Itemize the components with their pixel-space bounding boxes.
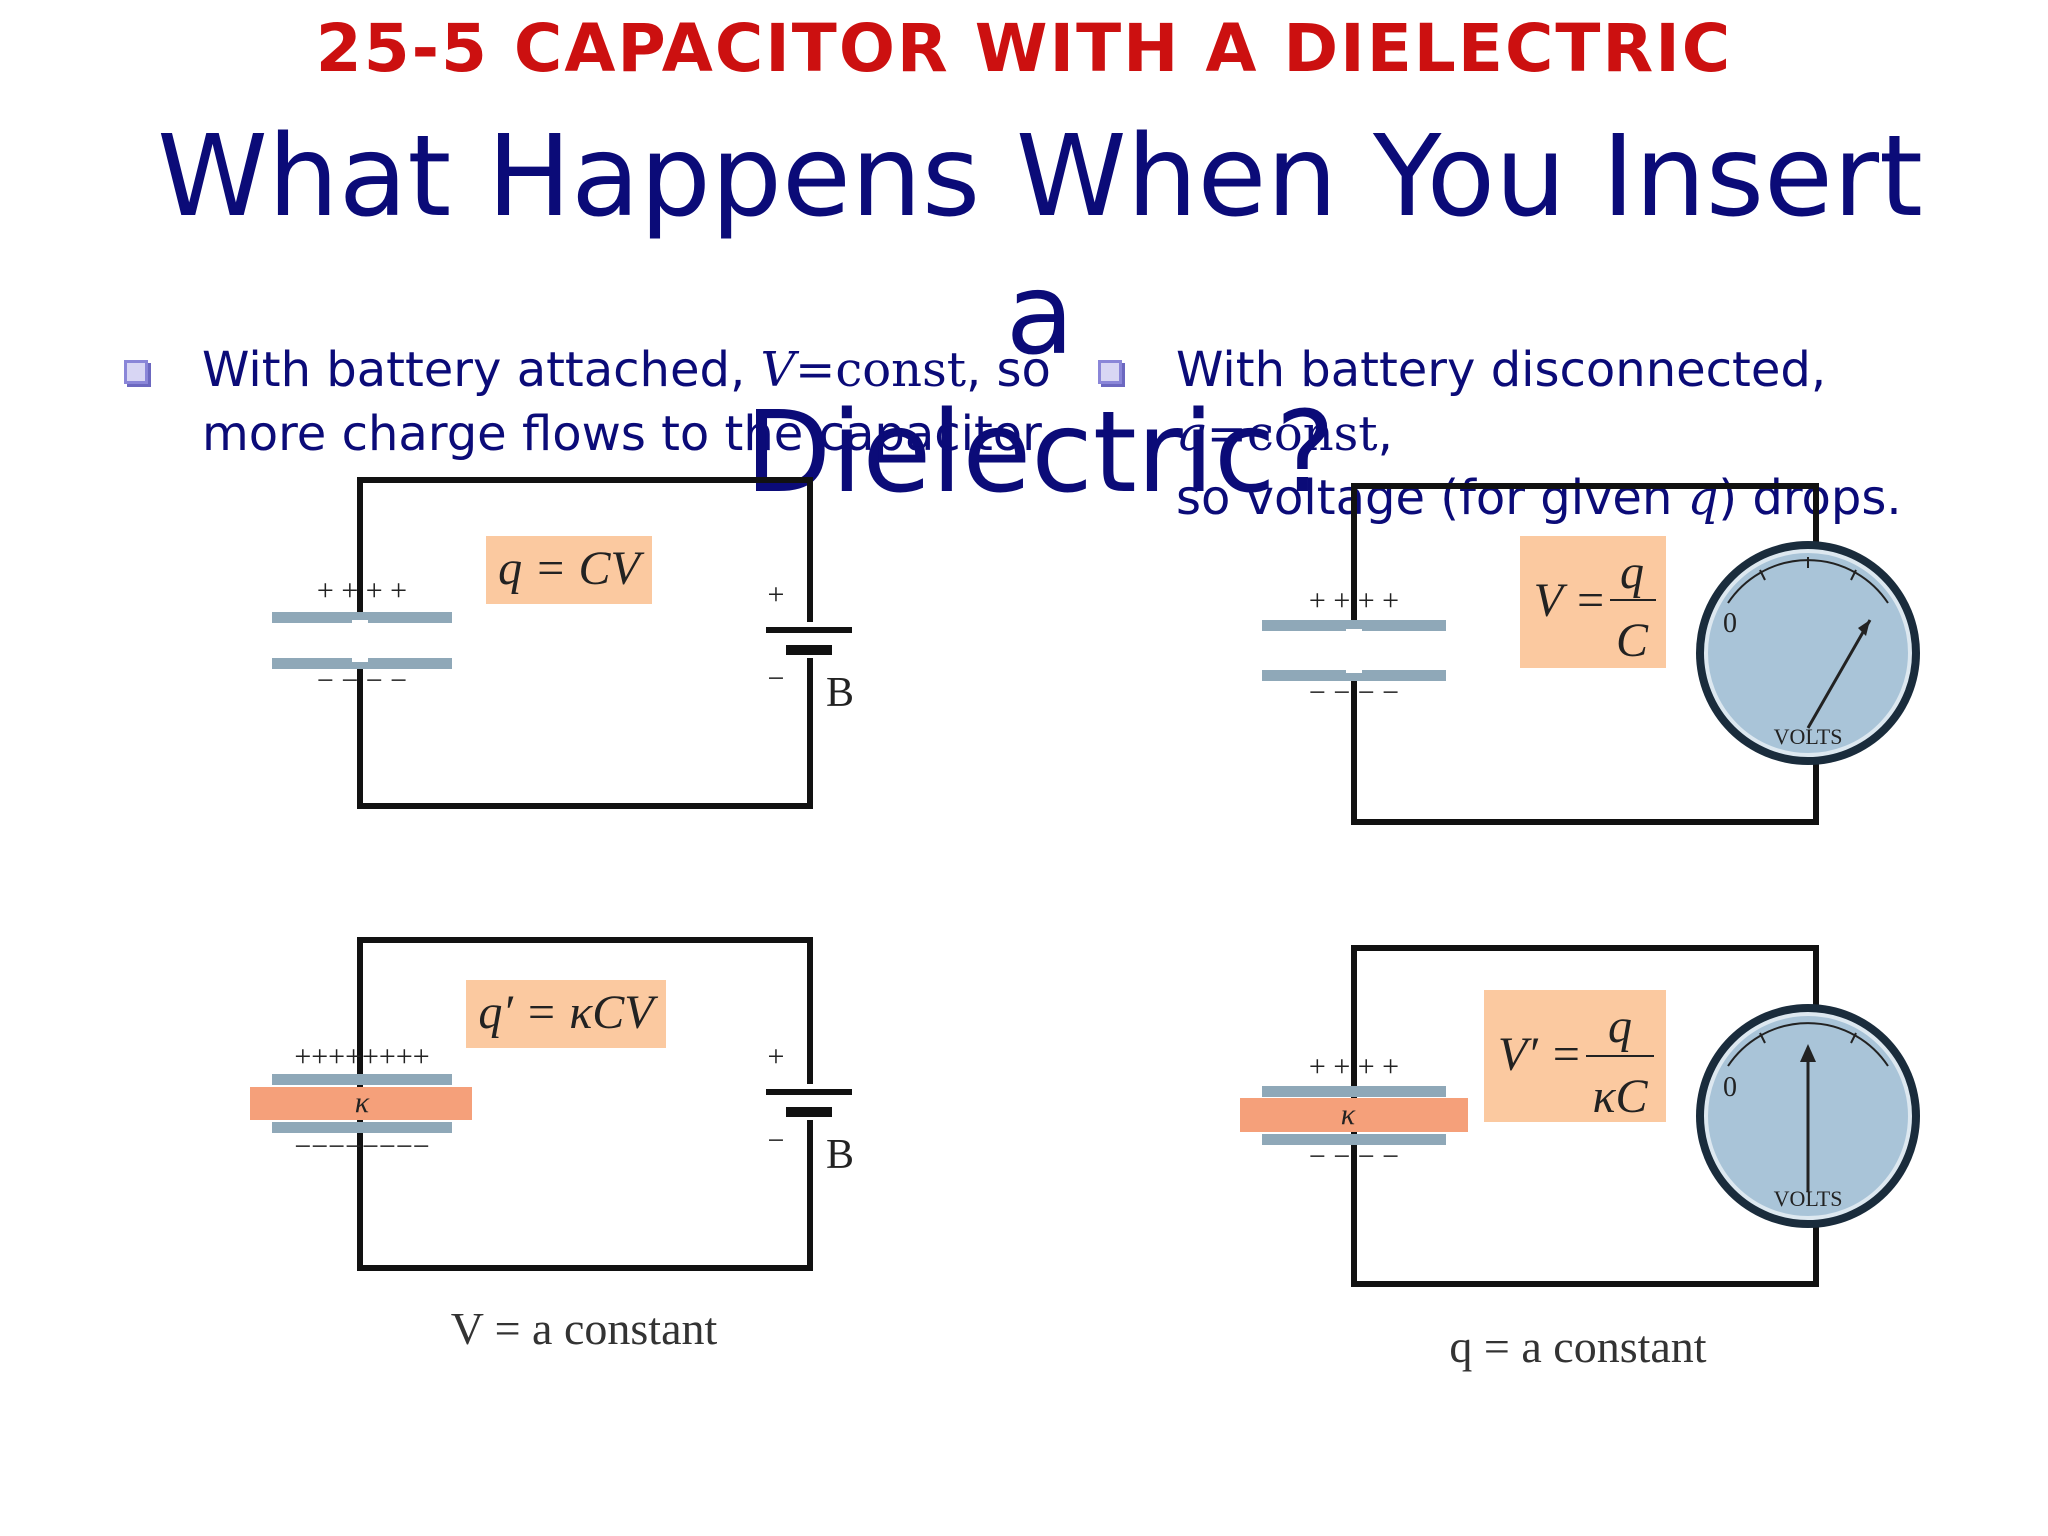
meter-scale bbox=[1727, 1022, 1889, 1067]
voltmeter-icon: 0 VOLTS bbox=[1696, 1004, 1920, 1228]
bullet-marker-icon bbox=[124, 360, 148, 384]
circuit-wire bbox=[357, 477, 813, 809]
right-bullet-post: , bbox=[1377, 406, 1393, 462]
minus-charges: −−−−−−−− bbox=[294, 1130, 429, 1163]
caption-left: V = a constant bbox=[451, 1303, 718, 1354]
left-bullet-var: V bbox=[760, 342, 796, 398]
diagram-top-left: + + + + − − − − + − B q = CV bbox=[272, 477, 854, 809]
caption-right: q = a constant bbox=[1449, 1321, 1706, 1372]
title-line-1: What Happens When You Insert a bbox=[157, 112, 1923, 380]
meter-tick bbox=[1850, 1032, 1857, 1044]
voltmeter-icon: 0 VOLTS bbox=[1696, 541, 1920, 765]
capacitor-plate-top bbox=[1262, 620, 1446, 631]
battery-minus: − bbox=[768, 1124, 785, 1157]
formula-box bbox=[1520, 536, 1666, 668]
formula-q-prime: q′ = κCV bbox=[478, 986, 658, 1039]
minus-charges: − − − − bbox=[1309, 1140, 1399, 1173]
battery-label: B bbox=[826, 1132, 854, 1178]
right-bullet: With battery disconnected, q=const, so v… bbox=[1098, 338, 2048, 530]
minus-charges: − − − − bbox=[317, 664, 407, 697]
kappa-label: κ bbox=[355, 1086, 370, 1119]
right-bullet-line2-var: q bbox=[1687, 470, 1719, 526]
right-bullet-line-2: so voltage (for given q) drops. bbox=[1176, 466, 2048, 530]
right-bullet-line2-post: ) drops. bbox=[1718, 470, 1902, 526]
bullet-marker-icon bbox=[1098, 360, 1122, 384]
minus-charges: − − − − bbox=[1309, 676, 1399, 709]
meter-face bbox=[1704, 549, 1912, 757]
right-bullet-text: With battery disconnected, bbox=[1176, 342, 1827, 398]
meter-tick bbox=[1850, 569, 1857, 581]
needle-tip-icon bbox=[1800, 1044, 1816, 1062]
section-title: 25-5 CAPACITOR WITH A DIELECTRIC bbox=[315, 10, 1733, 87]
capacitor-plate-bottom bbox=[272, 658, 452, 669]
left-bullet-line-1: With battery attached, V=const, so bbox=[202, 338, 1051, 402]
needle-tip-icon bbox=[1858, 620, 1870, 636]
formula-lhs: V′ = bbox=[1498, 1028, 1582, 1081]
diagram-top-right: + + + + − − − − V = q C 0 VOLTS bbox=[1262, 483, 1920, 825]
dielectric-slab bbox=[1240, 1098, 1468, 1132]
left-bullet-line-2: more charge flows to the capacitor bbox=[202, 406, 1042, 462]
formula-numerator: q bbox=[1620, 546, 1644, 599]
right-bullet-line-1: With battery disconnected, q=const, bbox=[1176, 338, 2048, 466]
plus-charges: + + + + bbox=[1309, 584, 1399, 617]
wire-gap bbox=[352, 620, 368, 662]
left-bullet-text: With battery attached, bbox=[202, 342, 761, 398]
meter-zero: 0 bbox=[1723, 608, 1737, 639]
formula-lhs: V = bbox=[1534, 574, 1607, 627]
page-title: What Happens When You Insert a Dielectri… bbox=[120, 108, 1960, 522]
diagram-bottom-left: κ ++++++++ −−−−−−−− + − B q′ = κCV V = a… bbox=[250, 937, 854, 1354]
formula-denominator: C bbox=[1616, 614, 1649, 667]
formula-box bbox=[486, 536, 652, 604]
title-line-2: Dielectric? bbox=[745, 388, 1335, 518]
kappa-label: κ bbox=[1341, 1098, 1356, 1131]
left-bullet-post: , so bbox=[966, 342, 1051, 398]
formula-q-cv: q = CV bbox=[498, 542, 644, 595]
plus-charges: ++++++++ bbox=[294, 1040, 429, 1073]
right-bullet-line2-math: q bbox=[1688, 470, 1719, 526]
right-bullet-eq: =const bbox=[1206, 406, 1378, 462]
capacitor-plate-bottom bbox=[272, 1122, 452, 1133]
diagram-bottom-right: κ + + + + − − − − V′ = q κC 0 VOLTS q = … bbox=[1240, 945, 1920, 1372]
left-bullet-math: V=const bbox=[761, 342, 967, 398]
dielectric-slab bbox=[250, 1087, 472, 1120]
right-bullet-math: q=const bbox=[1176, 406, 1378, 462]
capacitor-plate-top bbox=[272, 612, 452, 623]
capacitor-plate-bottom bbox=[1262, 1134, 1446, 1145]
capacitor-plate-top bbox=[1262, 1086, 1446, 1097]
capacitor-plate-bottom bbox=[1262, 670, 1446, 681]
meter-needle bbox=[1806, 619, 1872, 729]
battery-label: B bbox=[826, 670, 854, 716]
left-bullet: With battery attached, V=const, so more … bbox=[124, 338, 1051, 466]
right-bullet-line2-pre: so voltage (for given bbox=[1176, 470, 1688, 526]
right-bullet-var: q bbox=[1176, 406, 1207, 462]
battery-plus: + bbox=[768, 578, 785, 611]
meter-label: VOLTS bbox=[1774, 724, 1843, 749]
battery-minus: − bbox=[768, 662, 785, 695]
capacitor-plate-top bbox=[272, 1074, 452, 1085]
wire-gap bbox=[1346, 629, 1362, 673]
plus-charges: + + + + bbox=[317, 574, 407, 607]
formula-box bbox=[466, 980, 666, 1048]
formula-denominator: κC bbox=[1592, 1070, 1648, 1123]
plus-charges: + + + + bbox=[1309, 1050, 1399, 1083]
meter-tick bbox=[1759, 569, 1766, 581]
meter-tick bbox=[1759, 1032, 1766, 1044]
battery-plus: + bbox=[768, 1040, 785, 1073]
meter-zero: 0 bbox=[1723, 1072, 1737, 1103]
formula-numerator: q bbox=[1608, 1000, 1632, 1053]
left-bullet-eq: =const bbox=[795, 342, 967, 398]
